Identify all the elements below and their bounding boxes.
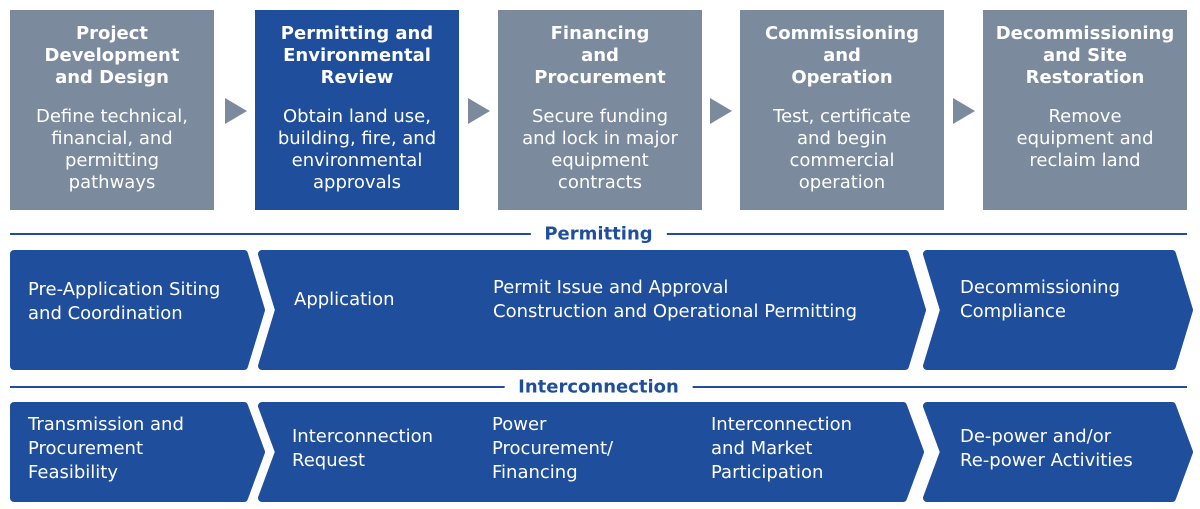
- phase-title: Project Development and Design: [44, 23, 180, 88]
- arrow-right-icon: [710, 98, 732, 124]
- phase-description: Test, certificate and begin commercial o…: [773, 106, 911, 193]
- interconnection-step: De-power and/or Re-power Activities: [960, 426, 1133, 471]
- chevron-interconnection-power: [258, 402, 924, 502]
- arrow-right-icon: [953, 98, 975, 124]
- phase-description: Secure funding and lock in major equipme…: [522, 106, 678, 193]
- phase-financing: Financing and Procurement Secure funding…: [498, 10, 702, 210]
- phase-permitting-review: Permitting and Environmental Review Obta…: [255, 10, 459, 210]
- phase-title: Permitting and Environmental Review: [280, 23, 434, 88]
- chevron-pre-application: [10, 250, 265, 370]
- arrow-right-icon: [225, 98, 247, 124]
- chevron-transmission-feasibility: [10, 402, 265, 502]
- section-label: Interconnection: [504, 376, 693, 398]
- phase-description: Define technical, financial, and permitt…: [36, 106, 188, 193]
- arrow-right-icon: [468, 98, 490, 124]
- phase-title: Decommissioning and Site Restoration: [995, 23, 1175, 88]
- phase-commissioning: Commissioning and Operation Test, certif…: [740, 10, 944, 210]
- chevron-depower: [923, 402, 1193, 502]
- permitting-step: Permit Issue and Approval Construction a…: [493, 277, 858, 322]
- interconnection-step: Power Procurement/ Financing: [492, 414, 614, 483]
- chevron-application-permit: [258, 250, 926, 370]
- phase-description: Obtain land use, building, fire, and env…: [277, 106, 437, 193]
- interconnection-step: Interconnection Request: [292, 426, 434, 471]
- section-label: Permitting: [530, 223, 667, 245]
- phase-decommissioning: Decommissioning and Site Restoration Rem…: [983, 10, 1187, 210]
- permitting-step: Application: [294, 289, 395, 310]
- interconnection-step: Interconnection and Market Participation: [711, 414, 853, 483]
- interconnection-step: Transmission and Procurement Feasibility: [28, 414, 184, 483]
- permitting-step: Pre-Application Siting and Coordination: [28, 279, 221, 324]
- chevron-decommissioning-compliance: [923, 250, 1193, 370]
- permitting-step: Decommissioning Compliance: [960, 277, 1120, 322]
- phase-project-development: Project Development and Design Define te…: [10, 10, 214, 210]
- phase-title: Financing and Procurement: [534, 23, 666, 88]
- phase-description: Remove equipment and reclaim land: [1016, 106, 1154, 171]
- phase-title: Commissioning and Operation: [765, 23, 919, 88]
